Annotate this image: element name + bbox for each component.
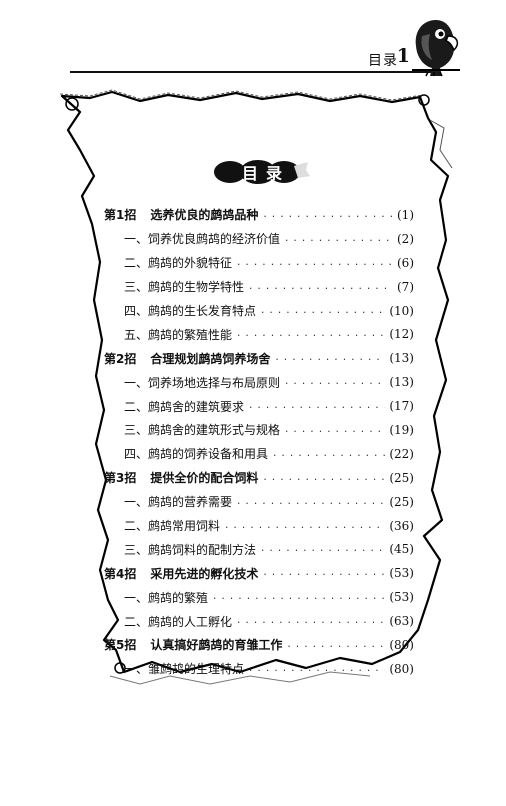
section-page-number: (53)	[389, 590, 414, 605]
chapter-page-number: (13)	[389, 351, 414, 366]
chapter-page-number: (80)	[389, 637, 414, 652]
section-title: 二、鹧鸪的外貌特征	[124, 256, 233, 271]
toc-section-row[interactable]: 四、鹧鸪的饲养设备和用具 (22)	[104, 442, 414, 466]
leader-dots	[236, 497, 385, 507]
chapter-number: 第4招	[104, 566, 137, 581]
toc-section-row[interactable]: 一、饲养优良鹧鸪的经济价值 (2)	[104, 227, 414, 251]
section-title: 二、鹧鸪舍的建筑要求	[124, 399, 245, 414]
leader-dots	[236, 258, 393, 268]
section-page-number: (17)	[389, 399, 414, 414]
section-page-number: (12)	[389, 327, 414, 342]
section-title: 三、鹧鸪饲料的配制方法	[124, 542, 257, 557]
page-header: 目录 1	[0, 0, 506, 80]
leader-dots	[272, 449, 385, 459]
toc-section-row[interactable]: 三、鹧鸪舍的建筑形式与规格 (19)	[104, 418, 414, 442]
leader-dots	[248, 282, 393, 292]
section-title: 一、鹧鸪的繁殖	[124, 590, 209, 605]
toc-section-row[interactable]: 三、鹧鸪的生物学特性 (7)	[104, 275, 414, 299]
section-page-number: (7)	[397, 279, 414, 294]
leader-dots	[284, 425, 385, 435]
section-page-number: (2)	[397, 231, 414, 246]
section-title: 三、鹧鸪舍的建筑形式与规格	[124, 423, 281, 438]
chapter-title: 合理规划鹧鸪饲养场舍	[150, 351, 271, 366]
section-page-number: (10)	[389, 303, 414, 318]
leader-dots	[212, 592, 385, 602]
section-page-number: (6)	[397, 255, 414, 270]
header-page-number: 1	[396, 45, 410, 67]
toc-section-row[interactable]: 五、鹧鸪的繁殖性能 (12)	[104, 322, 414, 346]
section-title: 二、鹧鸪的人工孵化	[124, 614, 233, 629]
chapter-number: 第1招	[104, 208, 137, 223]
header-rule	[70, 71, 440, 73]
chapter-title: 采用先进的孵化技术	[150, 566, 259, 581]
parrot-illustration	[412, 20, 460, 77]
toc-section-row[interactable]: 二、鹧鸪舍的建筑要求 (17)	[104, 394, 414, 418]
toc-section-row[interactable]: 二、鹧鸪的人工孵化 (63)	[104, 609, 414, 633]
section-page-number: (45)	[389, 542, 414, 557]
toc-title: 目录	[241, 164, 290, 183]
leader-dots	[248, 401, 385, 411]
leader-dots	[236, 616, 385, 626]
leader-dots	[248, 664, 385, 674]
chapter-number: 第2招	[104, 351, 137, 366]
toc-title-badge	[214, 160, 310, 184]
leader-dots	[274, 353, 385, 363]
leader-dots	[262, 210, 393, 220]
section-title: 二、鹧鸪常用饲料	[124, 519, 221, 534]
leader-dots	[284, 234, 393, 244]
leader-dots	[260, 306, 385, 316]
header-title: 目录	[368, 53, 398, 69]
section-page-number: (63)	[389, 614, 414, 629]
leader-dots	[284, 377, 385, 387]
section-page-number: (36)	[389, 518, 414, 533]
section-title: 一、饲养优良鹧鸪的经济价值	[124, 232, 281, 247]
section-title: 四、鹧鸪的生长发育特点	[124, 304, 257, 318]
toc-section-row[interactable]: 三、鹧鸪饲料的配制方法 (45)	[104, 537, 414, 561]
section-page-number: (80)	[389, 661, 414, 676]
chapter-number: 第5招	[104, 638, 137, 653]
section-title: 五、鹧鸪的繁殖性能	[124, 327, 233, 342]
chapter-page-number: (53)	[389, 566, 414, 581]
section-page-number: (13)	[389, 375, 414, 390]
leader-dots	[262, 473, 385, 483]
toc-section-row[interactable]: 一、雏鹧鸪的生理特点 (80)	[104, 657, 414, 681]
section-title: 四、鹧鸪的饲养设备和用具	[124, 447, 269, 462]
chapter-title: 提供全价的配合饲料	[150, 471, 259, 486]
section-page-number: (19)	[389, 422, 414, 437]
section-title: 三、鹧鸪的生物学特性	[124, 280, 245, 295]
section-title: 一、饲养场地选择与布局原则	[124, 375, 281, 390]
section-page-number: (25)	[389, 494, 414, 509]
leader-dots	[262, 568, 385, 578]
toc-section-row[interactable]: 二、鹧鸪的外貌特征 (6)	[104, 251, 414, 275]
toc-section-row[interactable]: 一、鹧鸪的营养需要 (25)	[104, 490, 414, 514]
leader-dots	[236, 329, 385, 339]
chapter-page-number: (1)	[397, 207, 414, 222]
toc-section-row[interactable]: 四、鹧鸪的生长发育特点 (10)	[104, 299, 414, 323]
chapter-title: 选养优良的鹧鸪品种	[150, 208, 259, 223]
section-title: 一、雏鹧鸪的生理特点	[124, 662, 245, 677]
leader-dots	[224, 521, 385, 531]
toc-section-row[interactable]: 二、鹧鸪常用饲料 (36)	[104, 514, 414, 538]
section-page-number: (22)	[389, 446, 414, 461]
toc-section-row[interactable]: 一、鹧鸪的繁殖 (53)	[104, 585, 414, 609]
chapter-number: 第3招	[104, 471, 137, 486]
section-title: 一、鹧鸪的营养需要	[124, 495, 233, 510]
leader-dots	[286, 640, 385, 650]
toc-section-row[interactable]: 一、饲养场地选择与布局原则 (13)	[104, 370, 414, 394]
chapter-title: 认真搞好鹧鸪的育雏工作	[150, 638, 283, 653]
chapter-page-number: (25)	[389, 470, 414, 485]
leader-dots	[260, 544, 385, 554]
